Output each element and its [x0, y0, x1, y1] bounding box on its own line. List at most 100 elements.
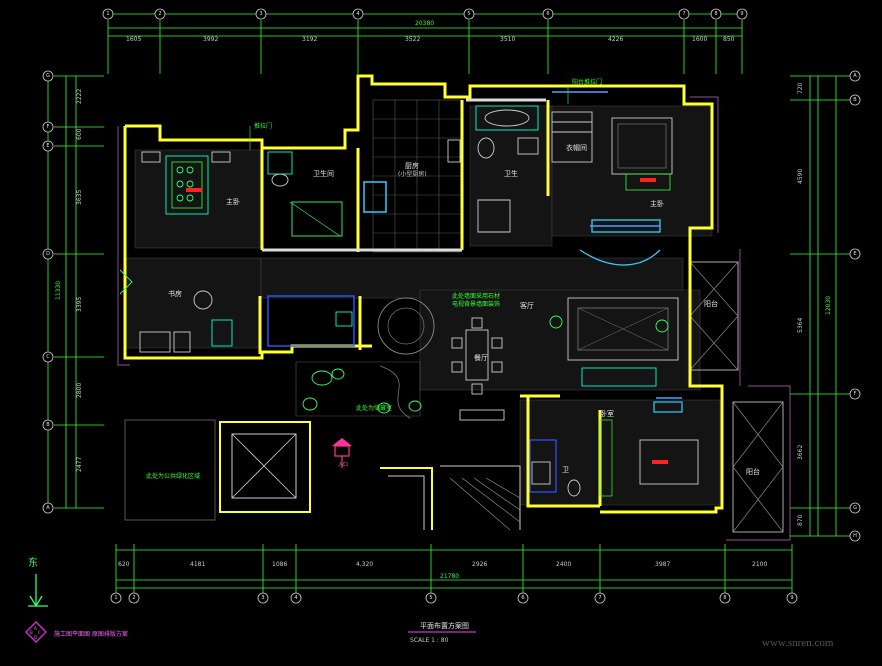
stair-block: [380, 465, 521, 531]
top-axis-bubble-6: 6: [546, 11, 549, 17]
top-dim-5: 3510: [500, 36, 515, 43]
top-axis-bubble-2: 2: [158, 11, 161, 17]
bottom-dim-2: 4181: [190, 561, 205, 568]
bottom-axis-bubble-2: 2: [132, 595, 135, 601]
bottom-axis-bubble-5: 5: [429, 595, 432, 601]
left-bedroom-bed: [141, 151, 231, 215]
top-segment-dimensions: 1605 3992 3192 3522 3510 4226 1600 850: [126, 36, 735, 43]
bottom-axis-bubble-9: 9: [790, 595, 793, 601]
room-label-dressing: 衣帽间: [566, 143, 587, 152]
left-axis-bubble-G: G: [46, 73, 50, 79]
entry-marker: 入口: [332, 438, 352, 468]
bottom-dim-1: 620: [118, 561, 130, 568]
storage-note-label: 此处为储藏室: [356, 404, 392, 412]
right-total-dimension: 12030: [825, 296, 832, 315]
right-axis-bubble-E: E: [853, 251, 856, 257]
logo-letter-a: A: [34, 626, 37, 631]
living-room-furniture: [549, 297, 679, 387]
compass-logo: 东: [28, 556, 48, 608]
top-total-dimension: 20380: [415, 20, 434, 27]
scale-label: SCALE 1 : 80: [410, 637, 449, 644]
bottom-total-dimension: 21780: [440, 573, 459, 580]
left-axis-ticks: [54, 75, 104, 509]
room-label-master-bedroom: 主卧: [650, 199, 664, 208]
left-axis-bubble-B: B: [46, 422, 50, 428]
top-axis-group: 20380 1 2 3 4 5 6 7 8 9 1605 3992 3192: [102, 8, 748, 74]
callout-top: 阳台推拉门: [567, 78, 602, 104]
bottom-axis-bubble-3: 3: [261, 595, 264, 601]
right-axis-bubble-G: G: [853, 505, 857, 511]
room-label-bath-right: 卫: [562, 466, 569, 474]
outer-walls: [123, 74, 724, 514]
right-dim-5: 870: [797, 514, 804, 526]
plan-title: 平面布置方案图: [420, 621, 469, 630]
left-axis-bubble-D: D: [46, 251, 50, 257]
left-dim-2: 600: [76, 128, 83, 140]
right-axis-bubble-B: B: [853, 97, 857, 103]
left-axis-bubble-E: E: [46, 143, 49, 149]
bottom-dim-5: 2926: [472, 561, 487, 568]
bottom-axis-bubble-1: 1: [114, 595, 117, 601]
logo-letter-b: B: [30, 630, 33, 635]
bottom-dim-7: 3987: [655, 561, 670, 568]
top-axis-bubble-4: 4: [356, 11, 359, 17]
right-dim-4: 3662: [797, 445, 804, 460]
company-logo: A B C D 施工图平面图 原图排版方案: [25, 621, 128, 643]
floor-fills: [124, 105, 721, 506]
dressing-furniture: [551, 111, 593, 163]
room-label-bedroom-left: 主卧: [226, 197, 240, 206]
top-dim-1: 1605: [126, 36, 141, 43]
right-dim-1: 720: [797, 82, 804, 94]
left-axis-bubble-F: F: [47, 124, 50, 130]
top-axis-bubble-1: 1: [106, 11, 109, 17]
right-axis-bubble-A: A: [853, 73, 857, 79]
callout-left-label: 推拉门: [254, 122, 272, 130]
left-bath-fixtures: [267, 151, 343, 237]
foyer-cabinet: [267, 295, 355, 347]
bottom-axis-group: 21780 620 4181 1086 4,320 2926 2400 3987…: [110, 544, 798, 604]
right-axis-bubble-H: H: [853, 533, 857, 539]
left-study-furniture: [119, 269, 233, 353]
right-bedroom-furniture: [599, 401, 699, 497]
bottom-dim-8: 2100: [752, 561, 767, 568]
bottom-axis-bubble-7: 7: [598, 595, 601, 601]
left-dim-5: 2800: [76, 383, 83, 398]
left-total-dimension: 11330: [55, 281, 62, 300]
living-note-2: 电视背景墙面装饰: [452, 300, 500, 308]
top-dim-3: 3192: [302, 36, 317, 43]
room-label-bath-top: 卫生: [504, 169, 518, 178]
top-axis-bubble-9: 9: [740, 11, 743, 17]
left-axis-bubble-A: A: [46, 505, 50, 511]
left-dim-3: 3635: [76, 190, 83, 205]
callout-left: 推拉门: [249, 122, 272, 150]
garden-region: 此处为公共绿化区域: [124, 419, 216, 521]
top-axis-bubble-5: 5: [467, 11, 470, 17]
bottom-dim-6: 2400: [556, 561, 571, 568]
outer-insulation-lines: [117, 96, 791, 541]
bottom-axis-bubble-4: 4: [294, 595, 297, 601]
right-bath-fixtures: [529, 439, 581, 497]
left-dim-4: 3395: [76, 297, 83, 312]
room-label-balcony-right: 阳台: [746, 467, 760, 476]
company-name: 施工图平面图 原图排版方案: [54, 630, 128, 638]
bottom-axis-ticks: [115, 544, 793, 594]
left-dim-1: 2222: [76, 89, 83, 104]
dining-furniture: [377, 297, 505, 421]
top-dim-2: 3992: [203, 36, 218, 43]
top-dim-8: 850: [723, 36, 735, 43]
master-bedroom-furniture: [579, 117, 673, 266]
bottom-axis-bubble-8: 8: [723, 595, 726, 601]
bottom-dim-3: 1086: [272, 561, 287, 568]
top-axis-ticks: [107, 20, 743, 74]
kitchen-fixtures: [363, 139, 461, 213]
callout-top-label: 阳台推拉门: [572, 78, 602, 86]
bottom-dim-4: 4,320: [356, 561, 373, 568]
title-block: 平面布置方案图 SCALE 1 : 80: [408, 621, 476, 644]
top-axis-bubbles: 1 2 3 4 5 6 7 8 9: [102, 8, 748, 20]
room-label-balcony-top: 阳台: [704, 299, 718, 308]
windows: [552, 91, 682, 399]
courtyard-landscape: [295, 361, 422, 419]
room-label-kitchen-sub: (小型厨房): [398, 170, 427, 178]
compass-label: 东: [28, 556, 38, 569]
